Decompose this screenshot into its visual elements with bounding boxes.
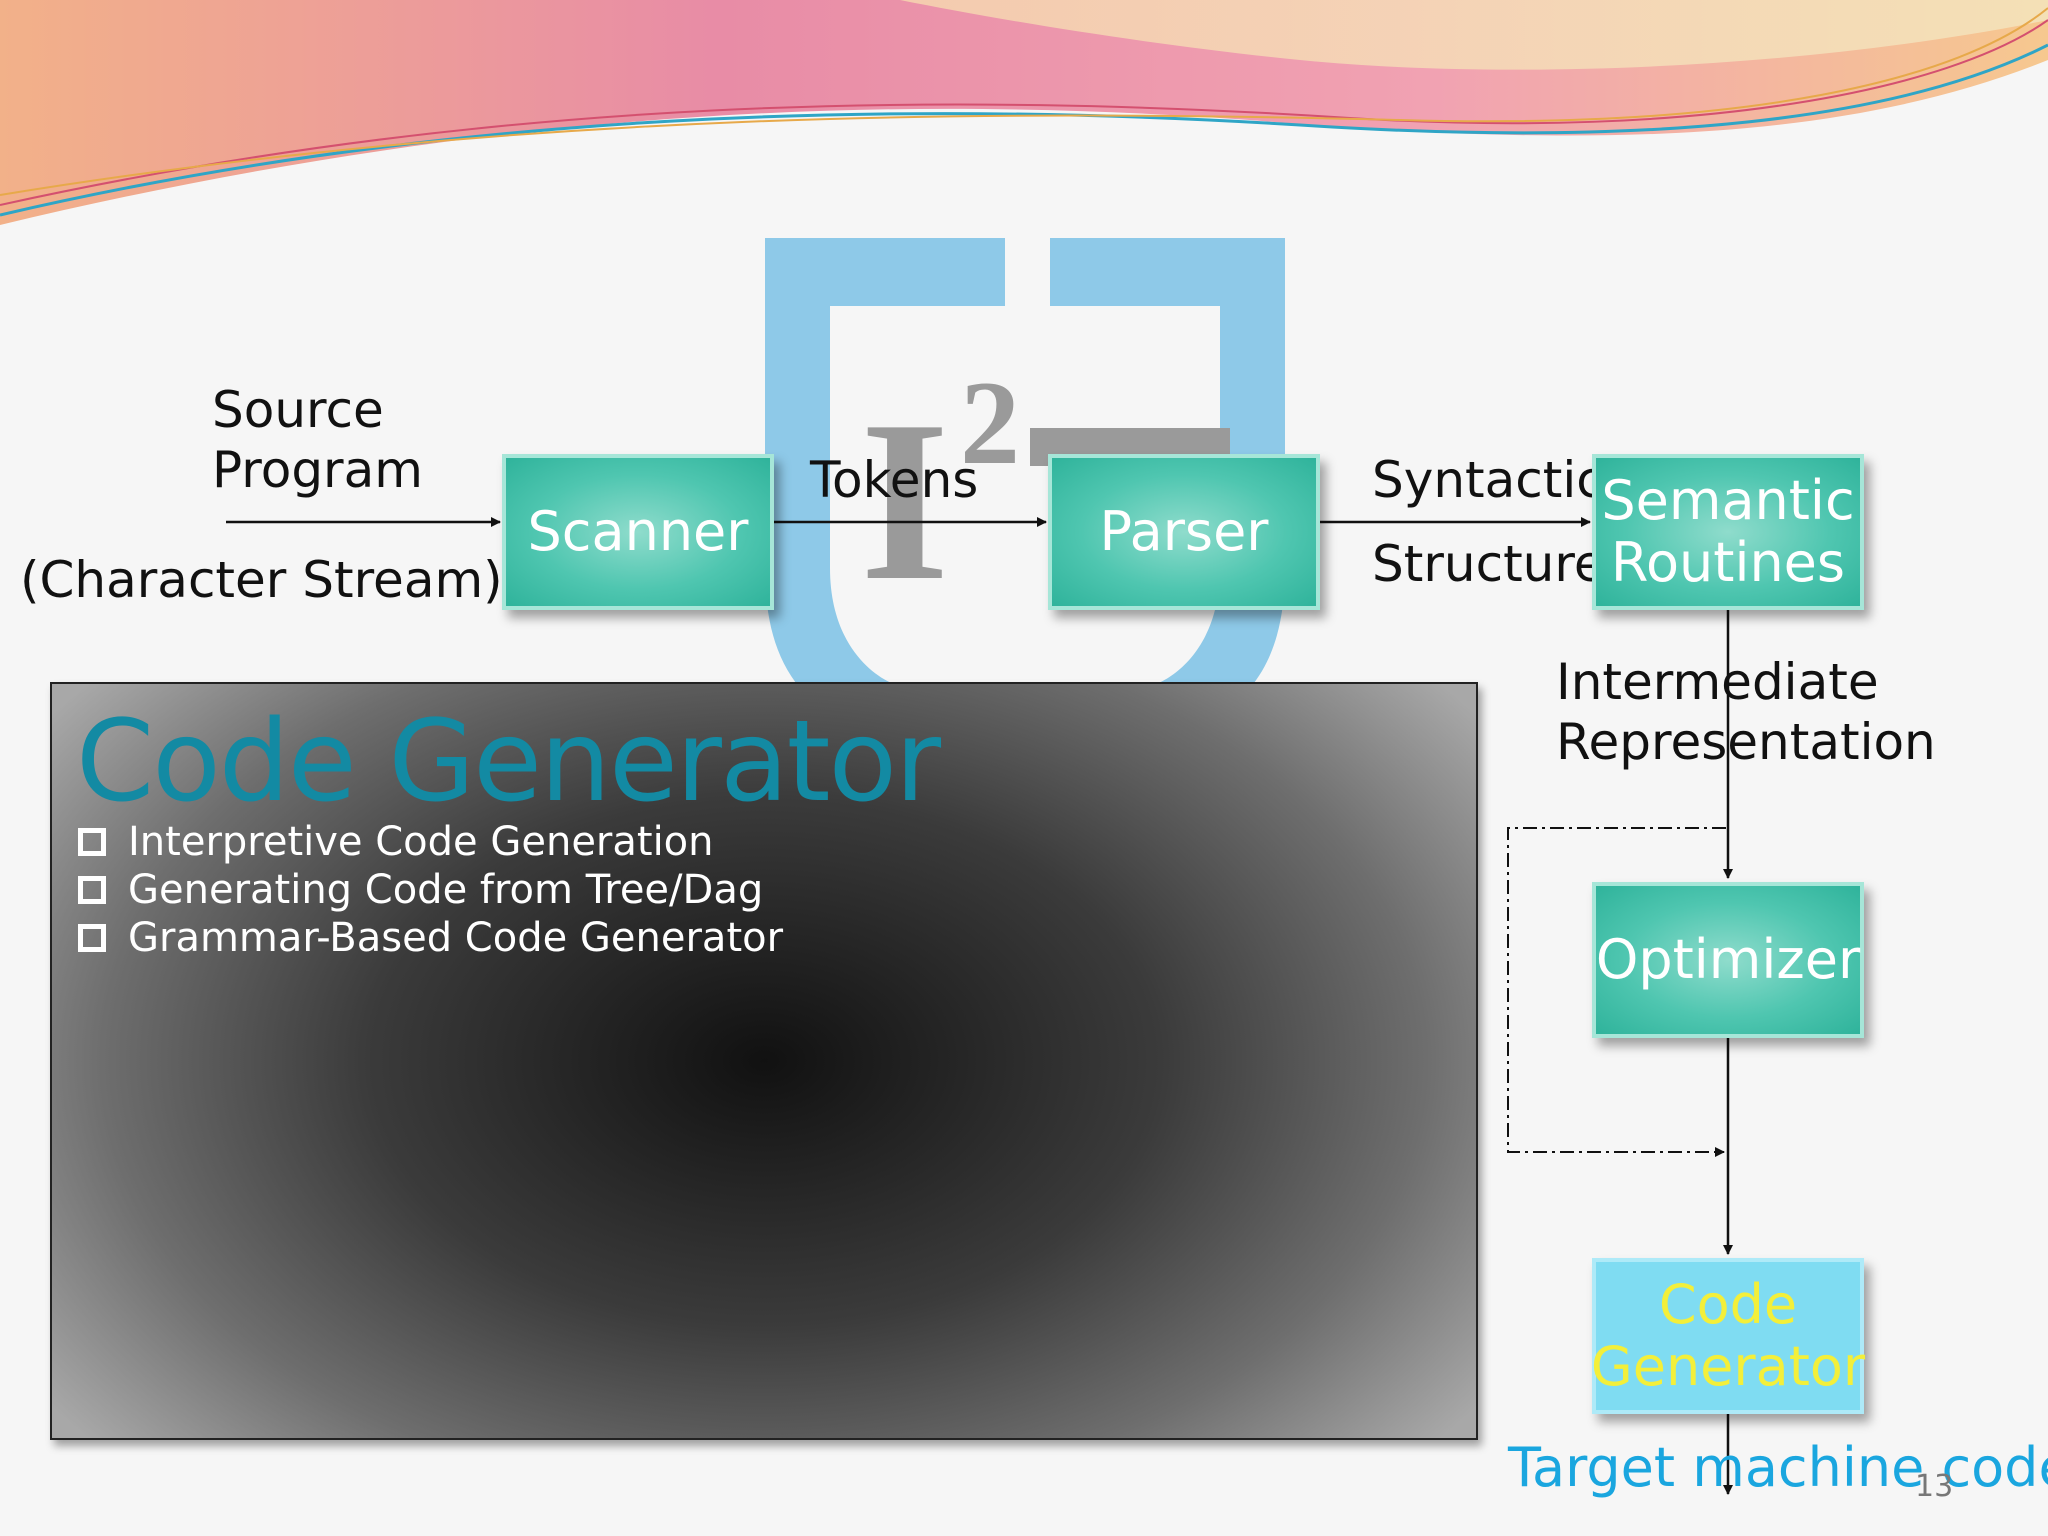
tokens-label: Tokens bbox=[810, 451, 979, 509]
header-wave-decoration bbox=[0, 0, 2048, 225]
list-item-text: Interpretive Code Generation bbox=[128, 819, 714, 865]
semantic-routines-box: Semantic Routines bbox=[1592, 454, 1864, 610]
character-stream-label: (Character Stream) bbox=[20, 551, 503, 609]
semantic-line1: Semantic bbox=[1601, 469, 1855, 532]
watermark-letter: I bbox=[860, 373, 950, 628]
source-program-label: Source Program bbox=[212, 380, 423, 500]
page-number: 13 bbox=[1915, 1469, 1954, 1504]
watermark-superscript: 2 bbox=[960, 356, 1020, 489]
target-machine-code-label: Target machine code bbox=[1508, 1436, 2048, 1499]
optimizer-box: Optimizer bbox=[1592, 882, 1864, 1038]
codegen-line2: Generator bbox=[1590, 1335, 1866, 1398]
intermediate-representation-label: Intermediate Representation bbox=[1556, 652, 1936, 772]
code-generator-box: Code Generator bbox=[1590, 1258, 1866, 1414]
semantic-line2: Routines bbox=[1610, 531, 1846, 594]
panel-title: Code Generator bbox=[76, 697, 941, 827]
list-item-text: Generating Code from Tree/Dag bbox=[128, 867, 764, 913]
list-item: Interpretive Code Generation bbox=[78, 818, 783, 866]
square-bullet-icon bbox=[78, 924, 106, 952]
list-item-text: Grammar-Based Code Generator bbox=[128, 915, 784, 961]
parser-label: Parser bbox=[1099, 500, 1269, 563]
source-label-line2: Program bbox=[212, 441, 423, 499]
structure-label: Structure bbox=[1372, 535, 1605, 593]
optimizer-bypass-dashed bbox=[1507, 827, 1726, 1157]
ir-line2: Representation bbox=[1556, 713, 1936, 771]
syntactic-label: Syntactic bbox=[1372, 451, 1604, 509]
square-bullet-icon bbox=[78, 828, 106, 856]
square-bullet-icon bbox=[78, 876, 106, 904]
scanner-box: Scanner bbox=[502, 454, 774, 610]
source-label-line1: Source bbox=[212, 381, 384, 439]
optimizer-label: Optimizer bbox=[1595, 928, 1861, 991]
parser-box: Parser bbox=[1048, 454, 1320, 610]
panel-topic-list: Interpretive Code Generation Generating … bbox=[78, 818, 783, 962]
codegen-line1: Code bbox=[1658, 1273, 1798, 1336]
list-item: Generating Code from Tree/Dag bbox=[78, 866, 783, 914]
code-generator-panel: Code Generator Interpretive Code Generat… bbox=[50, 682, 1478, 1440]
list-item: Grammar-Based Code Generator bbox=[78, 914, 783, 962]
scanner-label: Scanner bbox=[527, 500, 749, 563]
ir-line1: Intermediate bbox=[1556, 653, 1879, 711]
